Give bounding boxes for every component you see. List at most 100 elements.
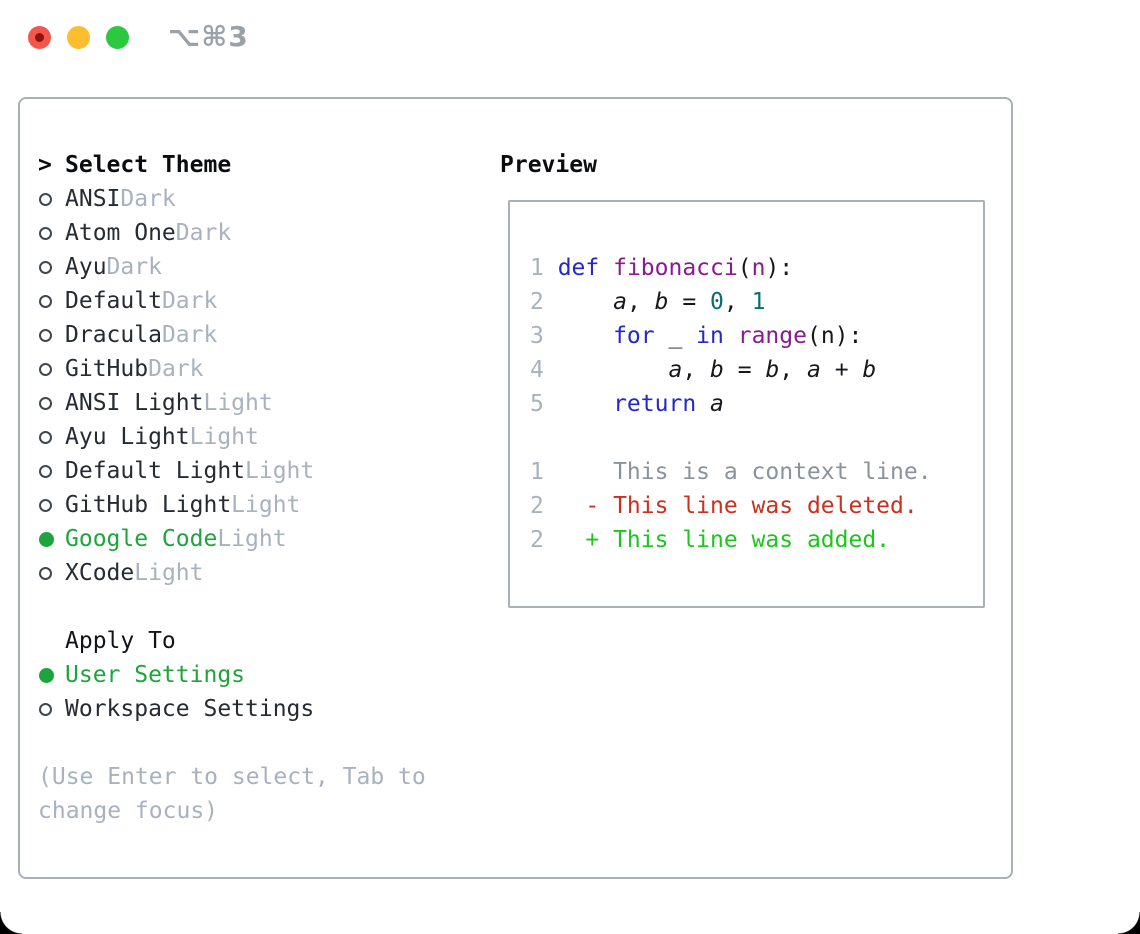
theme-option-github-light[interactable]: GitHub Light Light — [38, 488, 488, 522]
radio-icon — [38, 464, 65, 478]
radio-icon — [38, 498, 65, 512]
theme-variant-tag: Dark — [106, 254, 162, 280]
code-token — [696, 391, 710, 417]
code-token: _ — [654, 323, 697, 349]
window-title: ⌥⌘3 — [168, 20, 249, 53]
radio-icon — [38, 396, 65, 410]
code-token: , — [779, 357, 807, 383]
code-token — [558, 391, 613, 417]
line-number: 2 — [530, 493, 544, 519]
theme-variant-tag: Dark — [175, 220, 232, 246]
code-token: b — [765, 357, 780, 383]
code-token: + — [820, 357, 863, 383]
code-line — [530, 421, 983, 455]
titlebar: ⌥⌘3 — [0, 0, 1140, 97]
theme-variant-tag: Light — [203, 390, 273, 416]
theme-name: ANSI Light — [65, 390, 204, 416]
radio-icon — [38, 294, 65, 308]
theme-variant-tag: Light — [217, 526, 287, 552]
theme-name: XCode — [65, 560, 135, 586]
radio-icon — [38, 430, 65, 444]
theme-variant-tag: Dark — [161, 288, 218, 314]
theme-variant-tag: Light — [189, 424, 259, 450]
code-token: - This line was deleted. — [585, 493, 918, 519]
theme-name: Dracula — [65, 322, 162, 348]
theme-variant-tag: Light — [245, 458, 315, 484]
theme-name: Atom One — [65, 220, 176, 246]
code-token — [558, 527, 586, 553]
code-line: 3 for _ in range(n): — [530, 319, 983, 353]
preview-label: Preview — [500, 152, 597, 178]
code-token: a — [710, 391, 724, 417]
zoom-button[interactable] — [106, 26, 129, 49]
code-token: return — [613, 391, 697, 417]
line-number: 1 — [530, 255, 544, 281]
code-line: 2 + This line was added. — [530, 523, 983, 557]
spacer — [38, 726, 488, 760]
line-number: 5 — [530, 391, 544, 417]
code-token: range — [737, 323, 807, 349]
code-token — [558, 289, 613, 315]
select-theme-label: Select Theme — [65, 152, 232, 178]
theme-variant-tag: Dark — [161, 322, 218, 348]
theme-name: GitHub Light — [65, 492, 232, 518]
radio-icon — [38, 566, 65, 580]
theme-option-xcode[interactable]: XCode Light — [38, 556, 488, 590]
code-token: a — [668, 357, 683, 383]
close-button[interactable] — [28, 26, 51, 49]
line-number: 2 — [530, 527, 544, 553]
code-token — [558, 323, 613, 349]
code-token: , — [723, 289, 752, 315]
apply-option-label: User Settings — [65, 662, 246, 688]
theme-option-ansi-light[interactable]: ANSI Light Light — [38, 386, 488, 420]
theme-name: Default — [65, 288, 162, 314]
selected-radio-icon — [38, 667, 65, 683]
code-token: This is a context line. — [557, 459, 932, 485]
code-token: (n): — [806, 323, 863, 349]
preview-header: Preview — [500, 148, 985, 182]
theme-option-default[interactable]: Default Dark — [38, 284, 488, 318]
code-token — [599, 255, 613, 281]
code-token — [558, 357, 669, 383]
theme-name: ANSI — [65, 186, 121, 212]
code-token — [724, 323, 738, 349]
radio-icon — [38, 362, 65, 376]
screen-corner — [0, 912, 22, 934]
theme-option-atom-one[interactable]: Atom One Dark — [38, 216, 488, 250]
theme-name: Google Code — [65, 526, 218, 552]
code-token: def — [557, 255, 600, 281]
code-token — [558, 493, 586, 519]
theme-option-ayu[interactable]: Ayu Dark — [38, 250, 488, 284]
theme-option-ayu-light[interactable]: Ayu Light Light — [38, 420, 488, 454]
code-token: n — [751, 255, 766, 281]
theme-option-dracula[interactable]: Dracula Dark — [38, 318, 488, 352]
theme-option-default-light[interactable]: Default Light Light — [38, 454, 488, 488]
code-token: , — [626, 289, 655, 315]
apply-option-user-settings[interactable]: User Settings — [38, 658, 488, 692]
theme-option-ansi[interactable]: ANSI Dark — [38, 182, 488, 216]
minimize-button[interactable] — [67, 26, 90, 49]
radio-icon — [38, 328, 65, 342]
keyboard-hint: (Use Enter to select, Tab to change focu… — [38, 764, 426, 824]
theme-option-github[interactable]: GitHub Dark — [38, 352, 488, 386]
theme-option-google-code[interactable]: Google Code Light — [38, 522, 488, 556]
apply-option-workspace-settings[interactable]: Workspace Settings — [38, 692, 488, 726]
code-line: 4 a, b = b, a + b — [530, 353, 983, 387]
code-token: b — [654, 289, 669, 315]
theme-name: Ayu Light — [65, 424, 190, 450]
radio-icon — [38, 192, 65, 206]
code-token: + This line was added. — [585, 527, 891, 553]
radio-icon — [38, 260, 65, 274]
code-token: a — [613, 289, 627, 315]
code-line: 2 - This line was deleted. — [530, 489, 983, 523]
code-line: 5 return a — [530, 387, 983, 421]
code-token: ): — [765, 255, 794, 281]
theme-variant-tag: Light — [231, 492, 301, 518]
screen-corner — [1118, 912, 1140, 934]
